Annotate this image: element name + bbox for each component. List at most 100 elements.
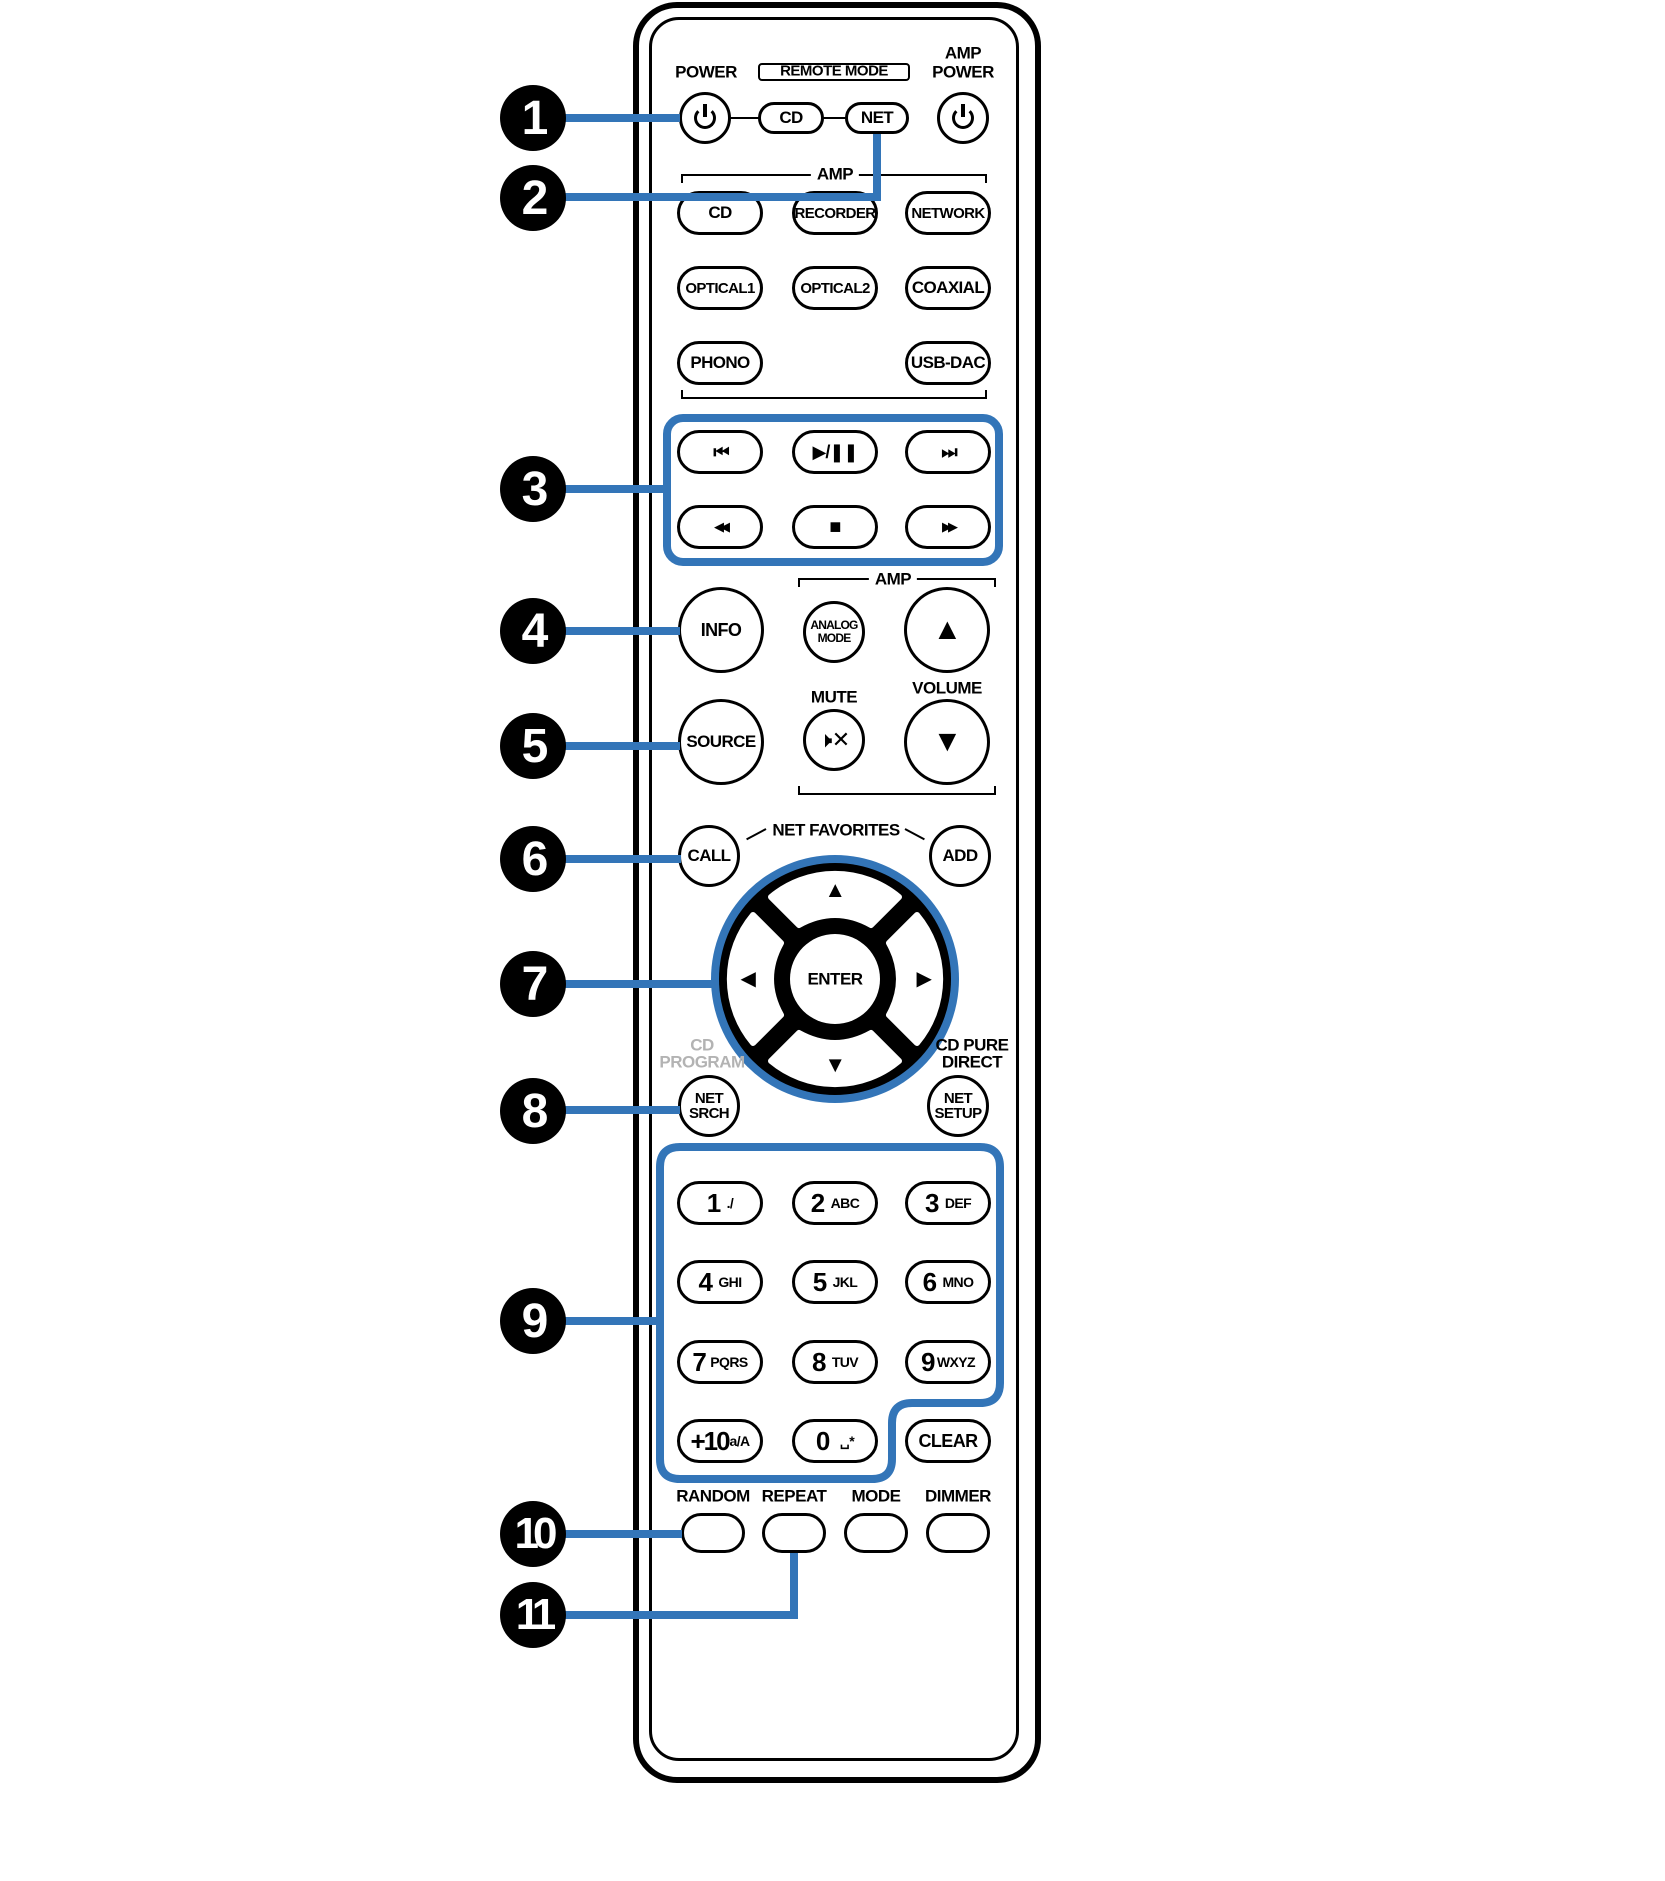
enter-button[interactable]: ENTER [807, 969, 863, 989]
power-button[interactable] [679, 92, 731, 144]
key-digit: 9 [921, 1346, 935, 1377]
callout-1: 1 [500, 85, 566, 151]
key-letters: PQRS [710, 1354, 748, 1370]
keypad-highlight-box [656, 1143, 1004, 1483]
key-letters: DEF [944, 1195, 972, 1211]
amp-input-group-label: AMP [810, 165, 860, 183]
key-letters: ␣* [839, 1432, 855, 1449]
skip-back-icon: ⏮ [713, 441, 729, 462]
leader-line-4 [560, 627, 680, 635]
dimmer-button[interactable] [926, 1513, 990, 1553]
input-optical2-button[interactable]: OPTICAL2 [792, 266, 878, 310]
mode-connector [730, 117, 760, 119]
amp-input-bracket-bottom [681, 390, 987, 399]
key-digit: 3 [924, 1187, 939, 1218]
stop-icon: ■ [829, 515, 841, 538]
random-label: RANDOM [676, 1486, 750, 1506]
input-network-button[interactable]: NETWORK [905, 191, 991, 235]
net-setup-button[interactable]: NET SETUP [927, 1075, 989, 1137]
dpad-segments [726, 870, 944, 1088]
triangle-down-icon: ▼ [932, 725, 962, 758]
remote-mode-net-button[interactable]: NET [845, 102, 909, 134]
repeat-button[interactable] [762, 1513, 826, 1553]
callout-5: 5 [500, 713, 566, 779]
dpad-up-pad [768, 870, 902, 928]
volume-up-button[interactable]: ▲ [904, 587, 990, 673]
cd-pure-direct-label-line1: CD PURE [935, 1035, 1009, 1055]
mute-button[interactable]: 🕨✕ [803, 709, 865, 771]
key-letters: JKL [832, 1274, 858, 1290]
callout-8: 8 [500, 1078, 566, 1144]
cd-pure-direct-label-line2: DIRECT [941, 1052, 1003, 1072]
amp-power-button[interactable] [937, 92, 989, 144]
play-pause-button[interactable]: ▶/❚❚ [792, 430, 878, 474]
key-digit: 7 [692, 1346, 707, 1377]
rewind-button[interactable]: ◀◀ [677, 505, 763, 549]
dpad-left-button[interactable]: ◀ [740, 968, 756, 990]
input-usb-dac-button[interactable]: USB-DAC [905, 341, 991, 385]
fast-forward-icon: ▶▶ [942, 519, 958, 534]
input-phono-button[interactable]: PHONO [677, 341, 763, 385]
callout-11: 11 [500, 1582, 566, 1648]
amp-power-label-line2: POWER [932, 62, 994, 82]
skip-back-button[interactable]: ⏮ [677, 430, 763, 474]
cd-program-label-line1: CD [690, 1035, 714, 1055]
fast-forward-button[interactable]: ▶▶ [905, 505, 991, 549]
leader-line-11 [560, 1611, 798, 1619]
source-button[interactable]: SOURCE [678, 699, 764, 785]
call-button[interactable]: CALL [678, 825, 740, 887]
key-1[interactable]: 1./ [677, 1181, 763, 1225]
leader-line-1 [560, 114, 680, 122]
triangle-up-icon: ▲ [932, 613, 962, 646]
stop-button[interactable]: ■ [792, 505, 878, 549]
dpad-right-button[interactable]: ▶ [916, 968, 932, 990]
leader-line-3 [560, 485, 666, 493]
leader-line-6 [560, 855, 681, 863]
random-button[interactable] [681, 1513, 745, 1553]
dpad-down-button[interactable]: ▼ [824, 1052, 846, 1077]
leader-line-9 [560, 1317, 662, 1325]
info-button[interactable]: INFO [678, 587, 764, 673]
enter-pad [790, 934, 880, 1024]
key-3[interactable]: 3 DEF [905, 1181, 991, 1225]
leader-line-7 [560, 980, 716, 988]
repeat-label: REPEAT [761, 1486, 827, 1506]
volume-down-button[interactable]: ▼ [904, 699, 990, 785]
callout-6: 6 [500, 826, 566, 892]
power-label: POWER [675, 62, 737, 82]
clear-button[interactable]: CLEAR [905, 1419, 991, 1463]
key-letters: GHI [718, 1274, 742, 1290]
net-search-button[interactable]: NET SRCH [678, 1075, 740, 1137]
net-setup-label-line1: NET [943, 1090, 973, 1107]
net-search-label-line1: NET [694, 1090, 724, 1107]
play-pause-icon: ▶/❚❚ [812, 441, 858, 462]
remote-mode-cd-button[interactable]: CD [758, 102, 824, 134]
callout-2: 2 [500, 165, 566, 231]
power-icon [952, 104, 974, 129]
net-favorites-label: NET FAVORITES [772, 820, 900, 840]
add-button[interactable]: ADD [929, 825, 991, 887]
leader-line-2-vertical [873, 134, 881, 201]
analog-mode-button[interactable]: ANALOG MODE [803, 601, 865, 663]
input-coaxial-button[interactable]: COAXIAL [905, 266, 991, 310]
callout-10: 10 [500, 1501, 566, 1567]
key-letters: TUV [831, 1354, 859, 1370]
input-optical1-button[interactable]: OPTICAL1 [677, 266, 763, 310]
skip-forward-button[interactable]: ⏭ [905, 430, 991, 474]
mode-button[interactable] [844, 1513, 908, 1553]
key-0[interactable]: 0␣* [792, 1419, 878, 1463]
dpad-up-button[interactable]: ▲ [824, 877, 846, 902]
power-icon [694, 104, 716, 129]
volume-label: VOLUME [912, 678, 982, 698]
key-digit: 1 [706, 1187, 721, 1218]
remote-body-inner-outline [649, 17, 1019, 1761]
cd-program-label-line2: PROGRAM [659, 1052, 745, 1072]
